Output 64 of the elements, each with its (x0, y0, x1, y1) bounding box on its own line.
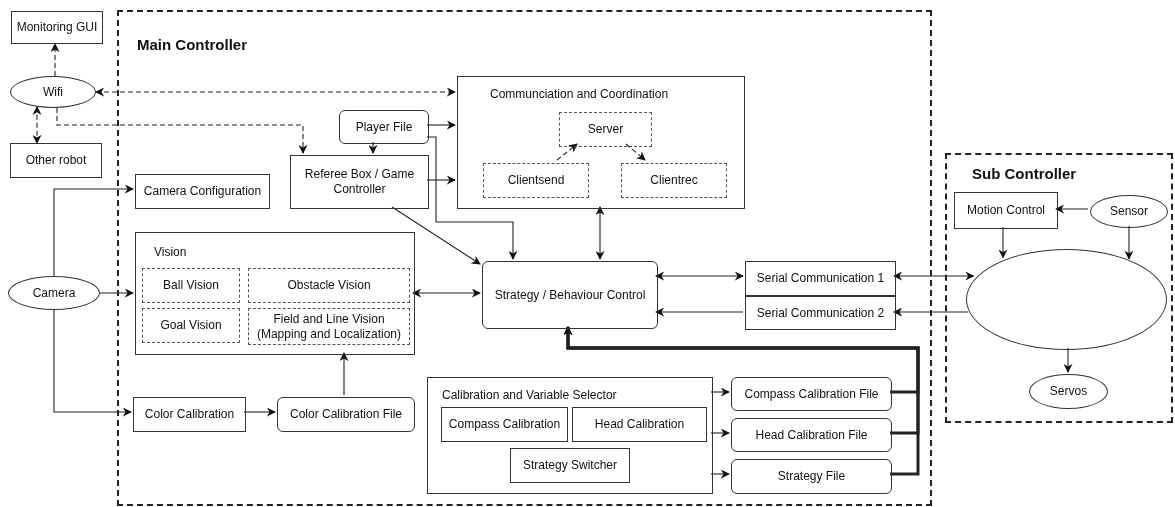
file-box: Color Calibration File (277, 397, 415, 432)
module-box: Clientrec (621, 163, 727, 198)
arrow (412, 288, 481, 298)
arrow (32, 105, 42, 144)
process-box: Head Calibration (572, 407, 707, 442)
controller-title: Main Controller (137, 35, 247, 55)
controller-boundary (117, 10, 932, 506)
process-box: Compass Calibration (441, 407, 568, 442)
module-box: Server (559, 112, 652, 147)
arrow (595, 206, 605, 260)
arrow (556, 143, 578, 161)
module-box: Obstacle Vision (248, 268, 410, 303)
file-box: Head Calibration File (731, 418, 892, 452)
arrow (243, 407, 276, 417)
arrow (710, 387, 730, 397)
arrow (53, 309, 132, 417)
arrow (426, 175, 456, 185)
process-box: Strategy Switcher (510, 448, 630, 483)
arrow (710, 469, 730, 479)
file-box: Strategy / Behaviour Control (482, 261, 658, 329)
module-box: Clientsend (483, 163, 589, 198)
arrow (1063, 347, 1073, 373)
arrow (426, 120, 456, 130)
controller-title: Sub Controller (972, 164, 1077, 184)
module-group (457, 76, 745, 209)
file-box: Compass Calibration File (731, 377, 892, 411)
arrow (563, 326, 920, 476)
arrow (391, 206, 481, 265)
arrow (53, 184, 134, 277)
arrow (893, 307, 969, 317)
module-box: Goal Vision (142, 308, 240, 343)
arrow (95, 87, 456, 97)
module-group (427, 377, 713, 494)
file-box: Player File (339, 110, 429, 144)
process-box: Serial Communication 2 (745, 296, 896, 330)
arrow (893, 271, 975, 281)
process-box: Serial Communication 1 (745, 261, 896, 296)
arrow (1055, 204, 1089, 214)
arrow (710, 428, 730, 438)
process-box: Motion Control (954, 192, 1058, 229)
file-box: Strategy File (731, 459, 892, 494)
arrow (655, 271, 744, 281)
arrow (50, 43, 60, 77)
process-box: Referee Box / Game Controller (290, 155, 429, 209)
process-box: Color Calibration (133, 397, 246, 432)
group-heading: Calibration and Variable Selector (442, 387, 617, 404)
controller-boundary (945, 153, 1173, 423)
arrow (625, 143, 646, 161)
process-box: Other robot (10, 143, 102, 178)
module-box: Ball Vision (142, 268, 240, 303)
arrow (339, 352, 349, 396)
arrow (1124, 225, 1134, 260)
arrow (655, 307, 744, 317)
arrow (998, 226, 1008, 259)
arrow (426, 136, 518, 260)
group-heading: Vision (154, 244, 187, 261)
process-box: Monitoring GUI (11, 11, 103, 44)
group-heading: Communciation and Coordination (490, 86, 669, 103)
process-box: Camera Configuration (135, 174, 270, 209)
arrow (56, 107, 308, 154)
module-group (135, 232, 415, 355)
arrow (99, 288, 134, 298)
arrow (368, 141, 378, 154)
module-box: Field and Line Vision (Mapping and Localization) (248, 308, 410, 345)
